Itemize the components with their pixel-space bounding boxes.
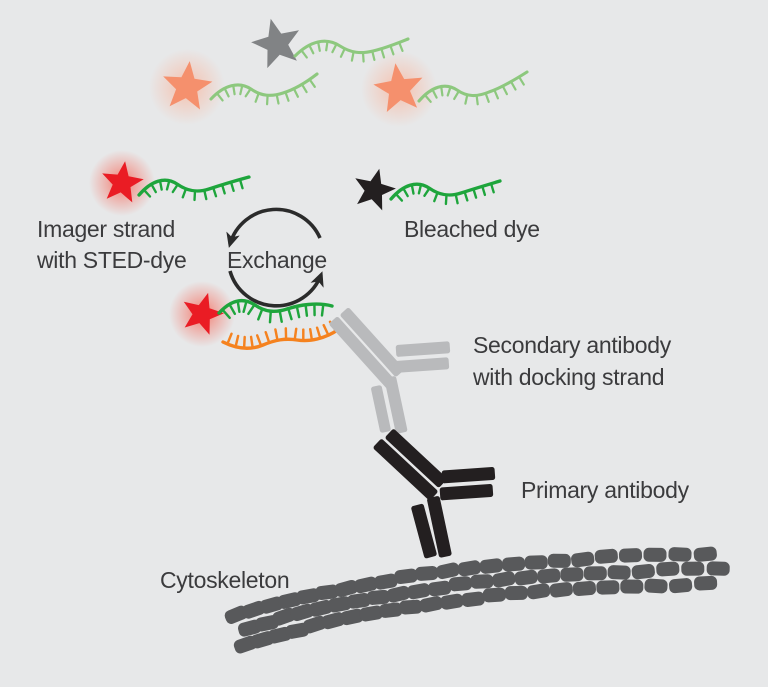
imager-strand-label-line1: Imager strand: [37, 216, 175, 242]
secondary-antibody: [329, 308, 451, 434]
dye-strand-gray: [293, 37, 410, 63]
cytoskeleton-filament: [224, 546, 730, 654]
secondary-antibody-label-line1: Secondary antibody: [473, 332, 672, 358]
bleached-dye-label: Bleached dye: [404, 216, 540, 242]
dye-strand-salmon-right: [417, 70, 529, 106]
primary-antibody-label: Primary antibody: [521, 477, 690, 503]
exchange-label: Exchange: [227, 247, 327, 273]
bleached-strand: [389, 179, 502, 206]
dye-strand-salmon-left: [209, 72, 319, 106]
sted-dye-star-free: [89, 150, 155, 216]
docking-strand: [221, 320, 341, 350]
imager-strand-bound: [217, 298, 334, 324]
bleached-dye-star: [355, 168, 396, 211]
faded-dye-star-salmon-right: [361, 51, 437, 127]
faded-dye-star-gray: [251, 18, 299, 69]
primary-antibody: [373, 429, 496, 559]
faded-dye-star-salmon-left: [149, 49, 225, 125]
sted-dye-star-bound: [169, 281, 235, 347]
secondary-antibody-label-line2: with docking strand: [472, 364, 664, 390]
imager-strand-label-line2: with STED-dye: [36, 247, 186, 273]
cytoskeleton-label: Cytoskeleton: [160, 567, 289, 593]
imager-strand-free: [137, 175, 251, 202]
exchange-arrows: [226, 207, 324, 308]
diagram-graphics: [89, 18, 730, 654]
